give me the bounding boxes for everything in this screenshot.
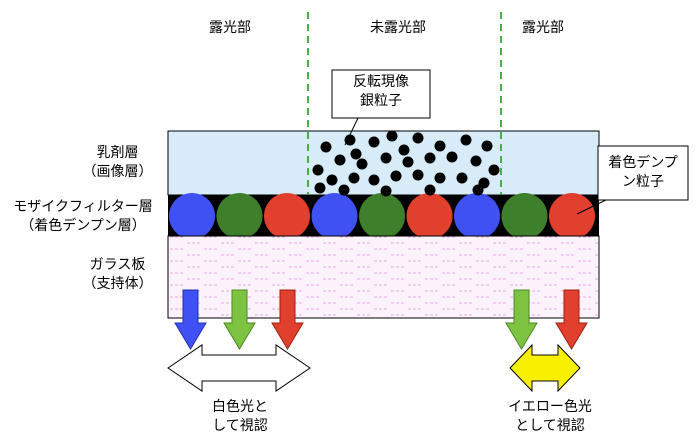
starch-grain-red [406,193,453,239]
silver-grain [456,172,468,184]
silver-grain [402,156,414,168]
silver-grain [380,185,392,197]
silver-grain [424,184,436,196]
silver-callout-box [331,69,431,119]
silver-grain [386,130,398,142]
silver-grain [338,184,350,196]
silver-grain [472,184,484,196]
silver-grain [314,182,326,194]
starch-grain-blue [169,193,215,239]
silver-grain [460,134,472,146]
silver-grain [326,174,338,186]
silver-grain [398,144,410,156]
silver-grain [412,169,424,181]
starch-grain-red [264,193,310,239]
yellow-light-arrow [509,343,581,393]
silver-grain [312,164,324,176]
silver-grain [481,140,493,152]
silver-grain-group [312,130,500,197]
starch-grain-red [549,193,595,239]
starch-grain-blue [311,193,358,239]
silver-grain [368,174,380,186]
callout-label-silver-grains: 反転現像銀粒子 [353,74,409,109]
starch-callout-box [597,145,689,201]
callout-label-starch-grains: 着色デンプン粒子 [608,155,678,190]
layer-label-emulsion: 乳剤層（画像層） [82,145,153,180]
silver-grain [380,152,392,164]
silver-grain [412,132,424,144]
region-label-exposed-left: 露光部 [209,20,251,36]
emulsion-layer [167,130,600,196]
silver-grain [424,152,436,164]
silver-grain [446,151,458,163]
region-label-exposed-right: 露光部 [522,20,564,36]
green-light-arrow-right [505,289,538,350]
silver-grain [470,155,482,167]
starch-grain-group [169,193,595,239]
silver-grain [434,140,446,152]
layer-label-glass: ガラス板（支持体） [82,257,153,292]
white-light-arrow [167,344,311,392]
silver-grain [348,172,360,184]
red-light-arrow-right [555,289,588,350]
silver-grain [344,134,356,146]
layer-label-filter: モザイクフィルター層（着色デンプン層） [13,199,153,234]
red-light-arrow [271,289,304,350]
starch-grain-green [501,193,548,239]
silver-grain [368,136,380,148]
silver-grain [434,172,446,184]
silver-grain [350,148,362,160]
silver-grain [390,170,402,182]
starch-callout-pointer [576,199,607,215]
blue-light-arrow [174,289,207,350]
green-light-arrow [223,289,256,350]
result-label-white-light: 白色光として視認 [212,399,268,434]
starch-grain-green [359,193,405,239]
silver-grain [320,141,332,153]
silver-grain [334,154,346,166]
silver-grain [356,158,368,170]
result-label-yellow-light: イエロー色光として視認 [508,399,592,434]
silver-callout-pointer [344,117,359,146]
region-label-unexposed: 未露光部 [370,20,426,36]
silver-grain [488,164,500,176]
starch-grain-green [216,193,263,239]
starch-grain-blue [454,193,500,239]
